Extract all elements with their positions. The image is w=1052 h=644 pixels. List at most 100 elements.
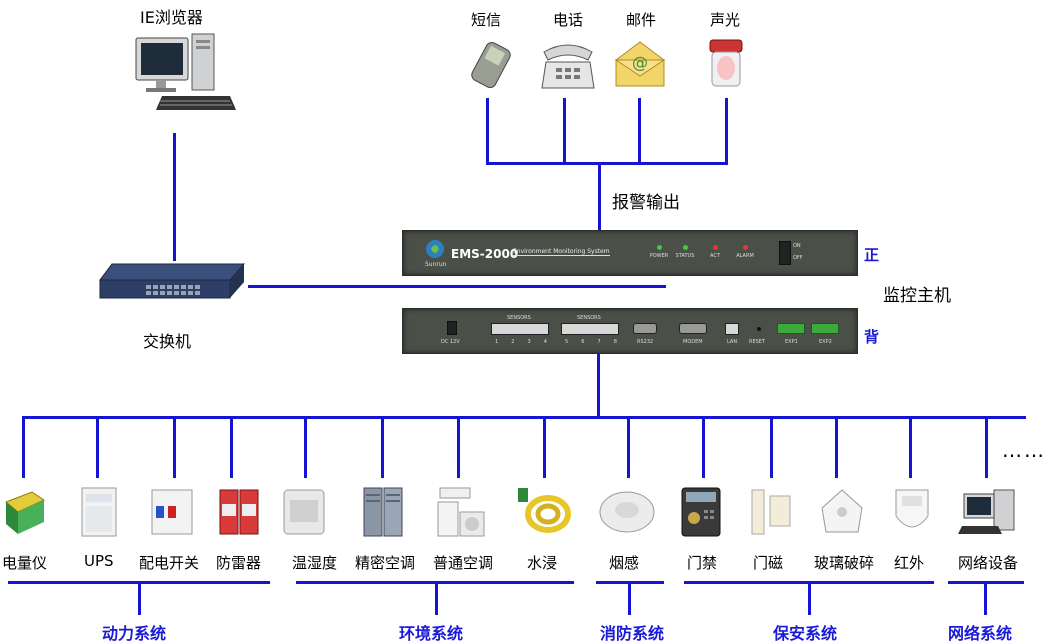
exp2-label: EXP2 <box>819 339 832 345</box>
telephone-icon <box>541 44 595 89</box>
device-label-ups: UPS <box>84 552 114 570</box>
led-red-icon <box>742 245 748 250</box>
line-device-bus <box>22 416 1026 419</box>
air-conditioner-icon <box>437 487 485 537</box>
drop-line <box>770 416 773 478</box>
line-alarm-light <box>725 98 728 164</box>
led-power: POWER <box>647 245 671 259</box>
drop-line <box>909 416 912 478</box>
bracket-power-stem <box>138 581 141 615</box>
power-switch[interactable] <box>779 241 791 265</box>
reset-button[interactable] <box>757 327 761 331</box>
ups-icon <box>81 487 117 537</box>
front-tag: 正 <box>864 246 880 264</box>
bracket-network-stem <box>984 581 987 615</box>
line-pc-to-switch <box>173 133 176 261</box>
siren-light-icon <box>709 39 743 87</box>
device-label-glass-break: 玻璃破碎 <box>814 554 875 572</box>
host-title: 监控主机 <box>883 286 951 306</box>
svg-text:@: @ <box>632 53 648 72</box>
led-red-icon <box>712 245 718 250</box>
exp1-terminal <box>777 323 805 334</box>
drop-line <box>985 416 988 478</box>
group-network-system: 网络系统 <box>948 624 1013 643</box>
device-label-power-meter: 电量仪 <box>2 554 48 572</box>
group-environment-system: 环境系统 <box>399 624 464 643</box>
precision-ac-icon <box>363 487 403 537</box>
exp2-terminal <box>811 323 839 334</box>
power-switch-off-label: OFF <box>793 255 803 261</box>
line-host-to-bus <box>597 350 600 418</box>
drop-line <box>230 416 233 478</box>
sensors-label-b: SENSORS <box>577 315 601 321</box>
brand-logo-icon <box>426 240 444 258</box>
exp1-label: EXP1 <box>785 339 798 345</box>
rs232-label: RS232 <box>637 339 654 345</box>
sensor-port-group-a <box>491 323 549 335</box>
dc-label: DC 12V <box>441 339 460 345</box>
device-label-door-contact: 门磁 <box>753 554 784 572</box>
bracket-env-stem <box>435 581 438 615</box>
lan-port <box>725 323 739 335</box>
drop-line <box>173 416 176 478</box>
glass-break-detector-icon <box>821 489 863 533</box>
device-label-infrared: 红外 <box>894 554 925 572</box>
lan-label: LAN <box>727 339 738 345</box>
line-alarm-phone <box>563 98 566 164</box>
alarm-output-title: 报警输出 <box>612 193 680 213</box>
device-label-temp-humidity: 温湿度 <box>292 554 338 572</box>
drop-line <box>702 416 705 478</box>
device-label-access-control: 门禁 <box>687 554 718 572</box>
device-label-surge-protector: 防雷器 <box>216 554 262 572</box>
bracket-security-stem <box>808 581 811 615</box>
alarm-output-light-label: 声光 <box>710 11 741 29</box>
mobile-phone-icon <box>471 41 511 89</box>
drop-line <box>96 416 99 478</box>
line-switch-to-host <box>248 285 666 288</box>
host-subtitle: Environment Monitoring System <box>513 248 610 256</box>
drop-line <box>381 416 384 478</box>
alarm-output-phone-label: 电话 <box>553 11 584 29</box>
host-brand: Sunrun <box>425 261 447 268</box>
more-devices-ellipsis: …… <box>1002 438 1046 462</box>
drop-line <box>627 416 630 478</box>
device-label-ac: 普通空调 <box>433 554 494 572</box>
access-control-icon <box>681 487 721 537</box>
line-alarm-bus <box>486 162 728 165</box>
drop-line <box>543 416 546 478</box>
power-switch-on-label: ON <box>793 243 801 249</box>
led-act: ACT <box>703 245 727 259</box>
smoke-detector-icon <box>599 491 655 533</box>
drop-line <box>22 416 25 478</box>
network-switch-icon <box>99 263 246 299</box>
alarm-output-mail-label: 邮件 <box>626 11 657 29</box>
drop-line <box>835 416 838 478</box>
humidity-sensor-icon <box>283 489 325 535</box>
group-power-system: 动力系统 <box>102 624 167 643</box>
email-icon: @ <box>614 41 666 87</box>
host-front-panel: Sunrun EMS-2000 Environment Monitoring S… <box>402 230 858 276</box>
line-alarm-mail <box>638 98 641 164</box>
alarm-output-sms-label: 短信 <box>471 11 502 29</box>
led-green-icon <box>682 245 688 250</box>
host-model: EMS-2000 <box>451 247 519 261</box>
computer-icon <box>135 33 236 110</box>
group-security-system: 保安系统 <box>773 624 838 643</box>
modem-port <box>679 323 707 334</box>
back-tag: 背 <box>864 328 880 346</box>
device-label-precision-ac: 精密空调 <box>355 554 416 572</box>
network-device-icon <box>958 489 1015 534</box>
modem-label: MODEM <box>683 339 703 345</box>
led-green-icon <box>656 245 662 250</box>
water-leak-sensor-icon <box>518 488 571 533</box>
line-alarm-sms <box>486 98 489 164</box>
drop-line <box>457 416 460 478</box>
device-label-network-device: 网络设备 <box>958 554 1019 572</box>
bracket-fire-stem <box>628 581 631 615</box>
sensor-port-group-b <box>561 323 619 335</box>
led-status: STATUS <box>673 245 697 259</box>
led-alarm: ALARM <box>733 245 757 259</box>
